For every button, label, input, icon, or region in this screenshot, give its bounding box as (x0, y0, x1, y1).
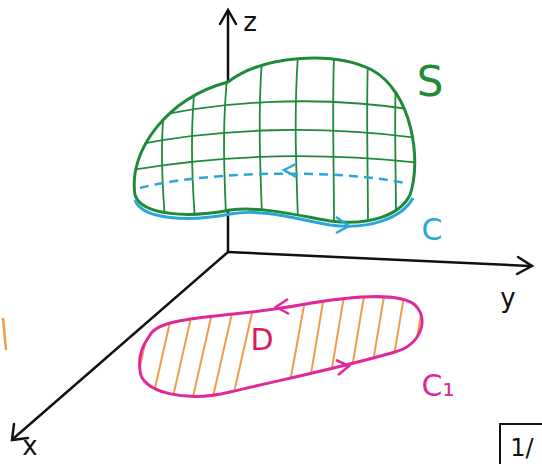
axis-label: x (22, 433, 37, 459)
region-d (130, 290, 425, 410)
stray-mark (3, 318, 6, 350)
axes (12, 10, 532, 440)
curve-label: C₁ (422, 371, 455, 401)
axis-label: y (500, 285, 515, 311)
region-name: D (250, 325, 273, 355)
region-label: D (240, 318, 284, 362)
note-fragment: 1/ (510, 436, 533, 460)
surface-s (132, 55, 420, 233)
note-box (500, 424, 542, 464)
axis-label: z (243, 9, 257, 35)
curve-label: C (422, 215, 443, 245)
surface-label: S (417, 61, 444, 103)
